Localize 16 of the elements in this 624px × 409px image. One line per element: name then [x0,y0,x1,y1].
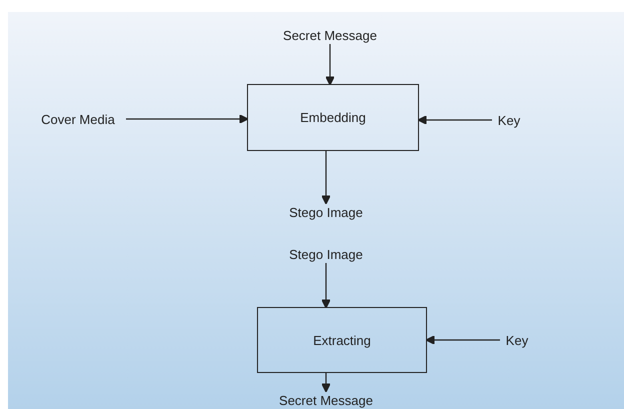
arrow [321,373,331,393]
arrow [321,151,331,205]
flow-label: Key [506,332,528,348]
flow-label: Secret Message [283,28,377,42]
arrow [126,114,249,124]
arrow [321,263,331,309]
process-box: Extracting [257,307,427,373]
flow-label: Secret Message [279,392,373,408]
flow-label: Stego Image [289,246,363,262]
arrow [417,115,492,125]
flow-label: Cover Media [41,112,115,126]
flow-label: Stego Image [289,204,363,220]
flow-label: Key [498,112,520,128]
arrow [325,44,335,86]
process-box: Embedding [247,84,419,151]
arrow [425,335,500,345]
